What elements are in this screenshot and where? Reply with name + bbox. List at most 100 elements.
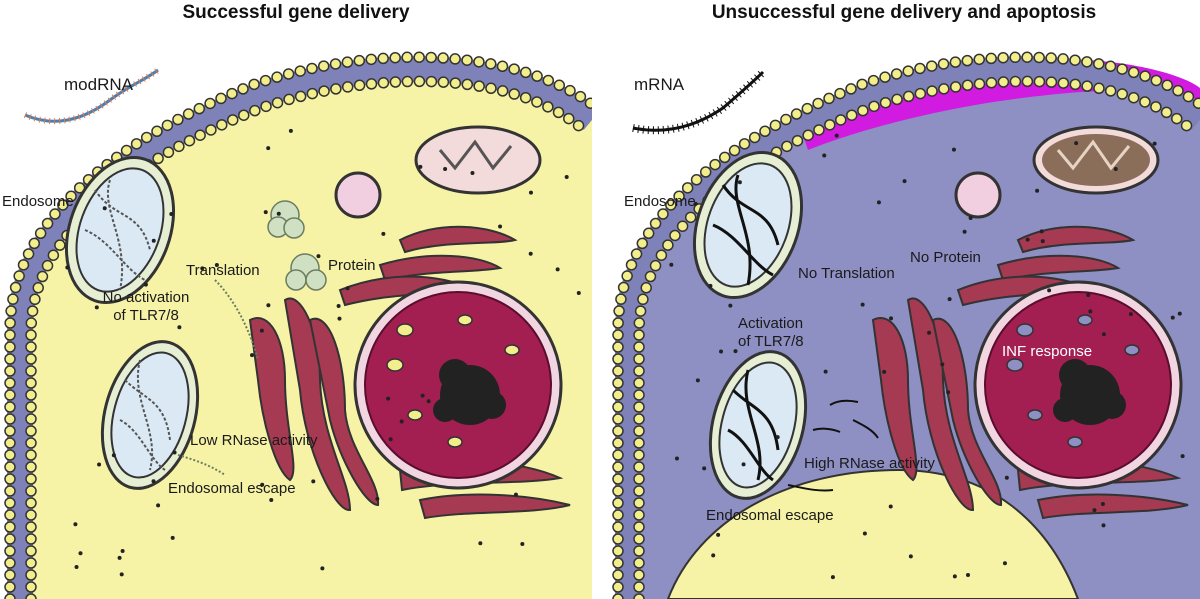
membrane-bead (553, 79, 566, 92)
membrane-bead (47, 249, 60, 261)
membrane-bead (216, 119, 228, 131)
cytoplasm-dot (693, 201, 698, 206)
translation-label: No Translation (798, 265, 895, 282)
membrane-bead (961, 79, 974, 92)
membrane-bead (615, 293, 627, 305)
membrane-bead (341, 81, 354, 93)
membrane-bead (4, 449, 16, 461)
endosome-label: Endosome (2, 193, 74, 210)
membrane-bead (461, 78, 474, 91)
membrane-bead (226, 87, 238, 100)
membrane-bead (633, 377, 645, 389)
membrane-bead (271, 96, 284, 109)
inf-response-label: INF response (1002, 343, 1093, 360)
membrane-bead (1057, 53, 1069, 65)
membrane-bead (1009, 51, 1021, 64)
membrane-bead (634, 305, 647, 317)
cytoplasm-dot (946, 390, 951, 395)
membrane-bead (353, 79, 366, 92)
cytoplasm-dot (388, 437, 393, 442)
membrane-bead (25, 377, 37, 389)
membrane-bead (152, 152, 164, 165)
membrane-bead (294, 90, 307, 103)
membrane-bead (306, 62, 318, 75)
cytoplasm-dot (478, 541, 483, 546)
cytoplasm-dot (381, 231, 386, 236)
membrane-bead (612, 533, 624, 545)
membrane-bead (26, 305, 39, 317)
stressed-cell-illustration (612, 51, 1200, 599)
membrane-bead (709, 158, 721, 171)
membrane-bead (961, 54, 974, 67)
membrane-bead (531, 70, 543, 82)
membrane-bead (4, 521, 16, 533)
membrane-bead (1127, 66, 1140, 79)
cytoplasm-dot (888, 504, 893, 509)
membrane-bead (574, 90, 587, 103)
cytoplasm-dot (260, 482, 265, 487)
membrane-bead (681, 182, 694, 194)
membrane-bead (36, 270, 49, 283)
membrane-bead (22, 248, 35, 260)
membrane-bead (449, 53, 461, 65)
membrane-bead (485, 82, 497, 95)
membrane-bead (413, 51, 425, 63)
membrane-bead (542, 101, 554, 113)
cytoplasm-dot (1039, 229, 1044, 234)
membrane-lipid-beads (612, 51, 1200, 599)
cytoplasm-dot (1101, 332, 1106, 337)
translation-label: Translation (186, 262, 260, 279)
membrane-bead (377, 77, 390, 89)
membrane-bead (613, 305, 625, 317)
protein-cluster (267, 200, 327, 291)
membrane-bead (973, 53, 985, 66)
membrane-bead (508, 88, 521, 100)
membrane-bead (759, 125, 771, 138)
membrane-bead (1033, 75, 1046, 88)
membrane-bead (791, 134, 804, 147)
membrane-bead (612, 413, 624, 425)
membrane-bead (834, 114, 847, 126)
membrane-bead (4, 437, 16, 449)
cytoplasm-dot (830, 575, 835, 580)
membrane-bead (1033, 51, 1045, 64)
cytoplasm-dot (259, 328, 264, 333)
cytoplasm-dot (399, 419, 404, 424)
membrane-bead (25, 449, 37, 461)
cytoplasm-dot (214, 263, 219, 268)
membrane-bead (856, 78, 868, 91)
membrane-bead (25, 485, 37, 497)
endosome-upper (692, 150, 804, 300)
cell-membrane (615, 56, 1200, 599)
membrane-bead (25, 437, 37, 449)
cytoplasm-dot (151, 479, 156, 484)
membrane-bead (644, 270, 657, 283)
membrane-bead (633, 581, 645, 593)
cytoplasm-dot (719, 349, 724, 354)
membrane-bead (612, 473, 624, 485)
membrane-bead (496, 85, 509, 97)
membrane-bead (28, 237, 41, 250)
membrane-bead (684, 211, 697, 224)
membrane-bead (4, 365, 16, 377)
membrane-bead (738, 138, 751, 150)
nucleus (973, 280, 1183, 490)
membrane-bead (633, 593, 645, 599)
cytoplasm-dot (1074, 141, 1079, 146)
cytoplasm-dot (94, 305, 99, 310)
membrane-bead (4, 545, 16, 557)
membrane-bead (1093, 58, 1105, 70)
membrane-bead (425, 51, 437, 64)
escape-label: Endosomal escape (168, 480, 296, 497)
membrane-bead (7, 293, 19, 305)
membrane-bead (891, 93, 903, 106)
membrane-bead (25, 497, 37, 509)
membrane-bead (317, 60, 330, 72)
protein-label: Protein (328, 257, 376, 274)
membrane-bead (140, 131, 153, 144)
membrane-bead (1045, 76, 1058, 88)
membrane-bead (612, 341, 624, 353)
cytoplasm-dot (1100, 502, 1105, 507)
membrane-bead (780, 113, 792, 126)
membrane-bead (17, 259, 30, 271)
